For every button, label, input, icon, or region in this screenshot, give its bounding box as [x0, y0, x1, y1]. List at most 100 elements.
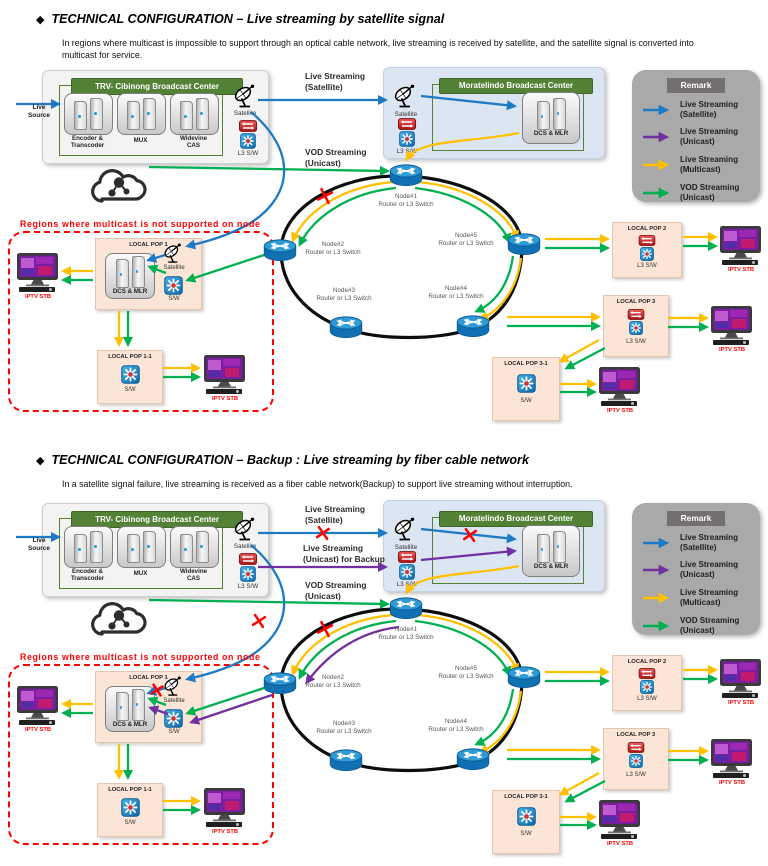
local-pop-1: LOCAL POP 1 DCS & MLR Satellite S/W [95, 671, 202, 743]
pop2-sw-label: L3 S/W [637, 263, 657, 269]
section1-description: In regions where multicast is impossible… [62, 38, 694, 61]
tv-icon [719, 225, 763, 266]
switch-icon [517, 374, 536, 393]
tv-icon [203, 787, 247, 828]
legend-item-multicast: Live Streaming(Multicast) [640, 155, 758, 174]
legend-item-satellite: Live Streaming(Satellite) [640, 100, 758, 119]
iptv-stb: IPTV STB [710, 738, 754, 786]
network-cloud-icon [86, 597, 150, 643]
local-pop-3: LOCAL POP 3 L3 S/W [603, 728, 669, 790]
pop1-sw-label: S/W [168, 296, 180, 302]
iptv-stb: IPTV STB [710, 305, 754, 353]
node1-router-icon [388, 596, 424, 621]
local-pop-3-1: LOCAL POP 3-1 S/W [492, 357, 560, 421]
switch-icon [121, 798, 140, 817]
iptv-stb: IPTV STB [203, 787, 247, 835]
trv-satellite-label: Satellite [233, 543, 257, 550]
pop2-sw-label: L3 S/W [637, 696, 657, 702]
switch-icon [164, 709, 183, 728]
moratelindo-l3-switch-icon [396, 551, 418, 580]
trv-l3sw-label: L3 S/W [237, 150, 259, 157]
remark-legend: Remark Live Streaming(Satellite) Live St… [632, 70, 760, 202]
l3-switch-icon [637, 668, 657, 694]
tv-icon [710, 305, 754, 346]
yellow-arrow-icon [643, 592, 670, 603]
iptv-stb: IPTV STB [16, 252, 60, 300]
local-pop-1: LOCAL POP 1 DCS & MLR Satellite S/W [95, 238, 202, 310]
multicast-unsupported-region [8, 231, 274, 412]
satellite-dish-icon [232, 84, 258, 110]
iptv-stb: IPTV STB [598, 366, 642, 414]
section2-title-row: ◆ TECHNICAL CONFIGURATION – Backup : Liv… [36, 453, 529, 467]
mux-servers [117, 526, 166, 568]
local-pop-2: LOCAL POP 2 L3 S/W [612, 222, 682, 278]
live-streaming-satellite-label: Live Streaming(Satellite) [305, 71, 366, 92]
local-pop-1-1: LOCAL POP 1-1 S/W [97, 350, 163, 404]
iptv-stb: IPTV STB [203, 354, 247, 402]
iptv-stb: IPTV STB [598, 799, 642, 847]
mux-servers [117, 93, 166, 135]
section-satellite-streaming: ◆ TECHNICAL CONFIGURATION – Live streami… [8, 12, 768, 421]
switch-icon [517, 807, 536, 826]
diamond-bullet-icon: ◆ [36, 454, 45, 467]
pop1-1-sw-label: S/W [124, 387, 136, 393]
legend-item-satellite: Live Streaming(Satellite) [640, 533, 758, 552]
tv-icon [203, 354, 247, 395]
dcs-mlr-label: DCS & MLR [533, 130, 569, 138]
local-pop-3-1-title: LOCAL POP 3-1 [504, 794, 548, 800]
legend-item-unicast: Live Streaming(Unicast) [640, 127, 758, 146]
local-pop-3-1: LOCAL POP 3-1 S/W [492, 790, 560, 854]
live-source-label: Live Source [27, 104, 51, 119]
section2-title: TECHNICAL CONFIGURATION – Backup : Live … [51, 453, 529, 467]
satellite-dish-icon [392, 517, 418, 543]
local-pop-2-title: LOCAL POP 2 [627, 659, 667, 665]
moratelindo-l3sw-label: L3 S/W [396, 148, 418, 155]
blue-arrow-icon [643, 537, 670, 548]
mux-label: MUX [133, 137, 148, 144]
moratelindo-broadcast-center: Moratelindo Broadcast Center Satellite L… [383, 67, 605, 159]
trv-cibinong-broadcast-center: TRV- Cibinong Broadcast Center Encoder &… [42, 70, 269, 164]
moratelindo-header: Moratelindo Broadcast Center [439, 78, 593, 94]
node2-router-icon [262, 671, 298, 696]
moratelindo-satellite-label: Satellite [394, 111, 418, 118]
moratelindo-header: Moratelindo Broadcast Center [439, 511, 593, 527]
yellow-arrow-icon [643, 159, 670, 170]
local-pop-1-1-title: LOCAL POP 1-1 [108, 787, 152, 793]
node3-router-icon [328, 748, 364, 773]
diamond-bullet-icon: ◆ [36, 13, 45, 26]
moratelindo-broadcast-center: Moratelindo Broadcast Center Satellite L… [383, 500, 605, 592]
vod-streaming-label: VOD Streaming(Unicast) [305, 580, 367, 601]
legend-item-vod: VOD Streaming(Unicast) [640, 183, 758, 202]
satellite-dish-icon [162, 676, 184, 698]
moratelindo-satellite-label: Satellite [394, 544, 418, 551]
remark-legend: Remark Live Streaming(Satellite) Live St… [632, 503, 760, 635]
section1-title: TECHNICAL CONFIGURATION – Live streaming… [51, 12, 445, 26]
legend-item-multicast: Live Streaming(Multicast) [640, 588, 758, 607]
l3-switch-icon [626, 309, 646, 335]
pop3-sw-label: L3 S/W [626, 339, 646, 345]
local-pop-3-title: LOCAL POP 3 [616, 732, 656, 738]
live-source-label: Live Source [27, 537, 51, 552]
trv-satellite-label: Satellite [233, 110, 257, 117]
local-pop-2-title: LOCAL POP 2 [627, 226, 667, 232]
legend-item-unicast: Live Streaming(Unicast) [640, 560, 758, 579]
failure-x-mark [316, 187, 334, 205]
legend-item-vod: VOD Streaming(Unicast) [640, 616, 758, 635]
widevine-cas-servers [170, 93, 219, 135]
pop3-1-sw-label: S/W [520, 831, 532, 837]
tv-icon [719, 658, 763, 699]
widevine-cas-label: Widevine CAS [179, 135, 208, 150]
pop1-sw-label: S/W [168, 729, 180, 735]
l3-switch-icon [626, 742, 646, 768]
satellite-dish-icon [392, 84, 418, 110]
trv-cibinong-broadcast-center: TRV- Cibinong Broadcast Center Encoder &… [42, 503, 269, 597]
local-pop-1-1-title: LOCAL POP 1-1 [108, 354, 152, 360]
